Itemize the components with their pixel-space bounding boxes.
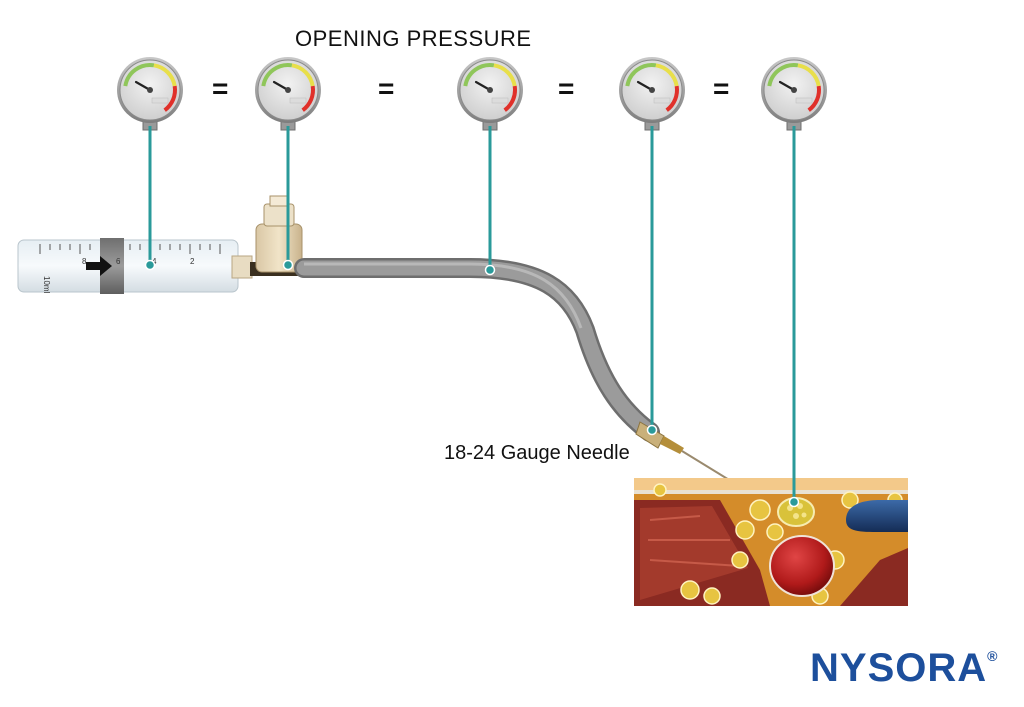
pressure-gauges [117,57,827,131]
pressure-gauge [117,57,183,131]
diagram-title: OPENING PRESSURE [295,26,532,51]
leader-lines [148,126,796,500]
equals-signs: = = = = [212,73,729,104]
syringe-scale-mark: 6 [116,257,121,266]
syringe: 10ml 8 6 4 2 [17,238,253,294]
pressure-gauge [457,57,523,131]
equals-sign: = [713,73,729,104]
vein [846,500,908,532]
syringe-volume-label: 10ml [42,276,51,294]
leader-endpoints [144,259,800,508]
tissue-cross-section [634,478,908,606]
pressure-gauge [761,57,827,131]
syringe-scale-mark: 2 [190,257,195,266]
pressure-gauge [255,57,321,131]
logo-text: NYSORA [810,646,988,690]
registered-mark: ® [987,647,999,664]
equals-sign: = [212,73,228,104]
syringe-scale-mark: 4 [152,257,157,266]
equals-sign: = [558,73,574,104]
artery [769,535,835,597]
equals-sign: = [378,73,394,104]
arrow-icon [86,256,112,276]
nysora-logo: NYSORA® [810,646,998,691]
pressure-gauge [619,57,685,131]
needle-label: 18-24 Gauge Needle [444,442,630,464]
syringe-scale-mark: 8 [82,257,87,266]
